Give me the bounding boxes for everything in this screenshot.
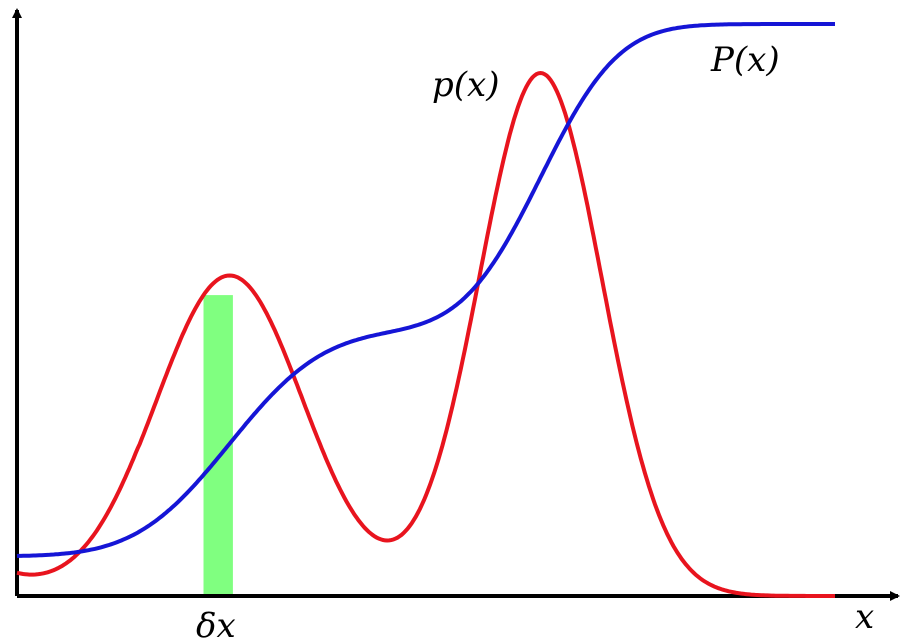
cumulative-curve (16, 22, 835, 558)
density-curve (16, 70, 835, 598)
cumulative-label: P(x) (710, 40, 780, 80)
density-label: p(x) (432, 65, 499, 105)
delta-x-label: δx (196, 606, 236, 642)
x-axis-label: x (855, 597, 874, 637)
